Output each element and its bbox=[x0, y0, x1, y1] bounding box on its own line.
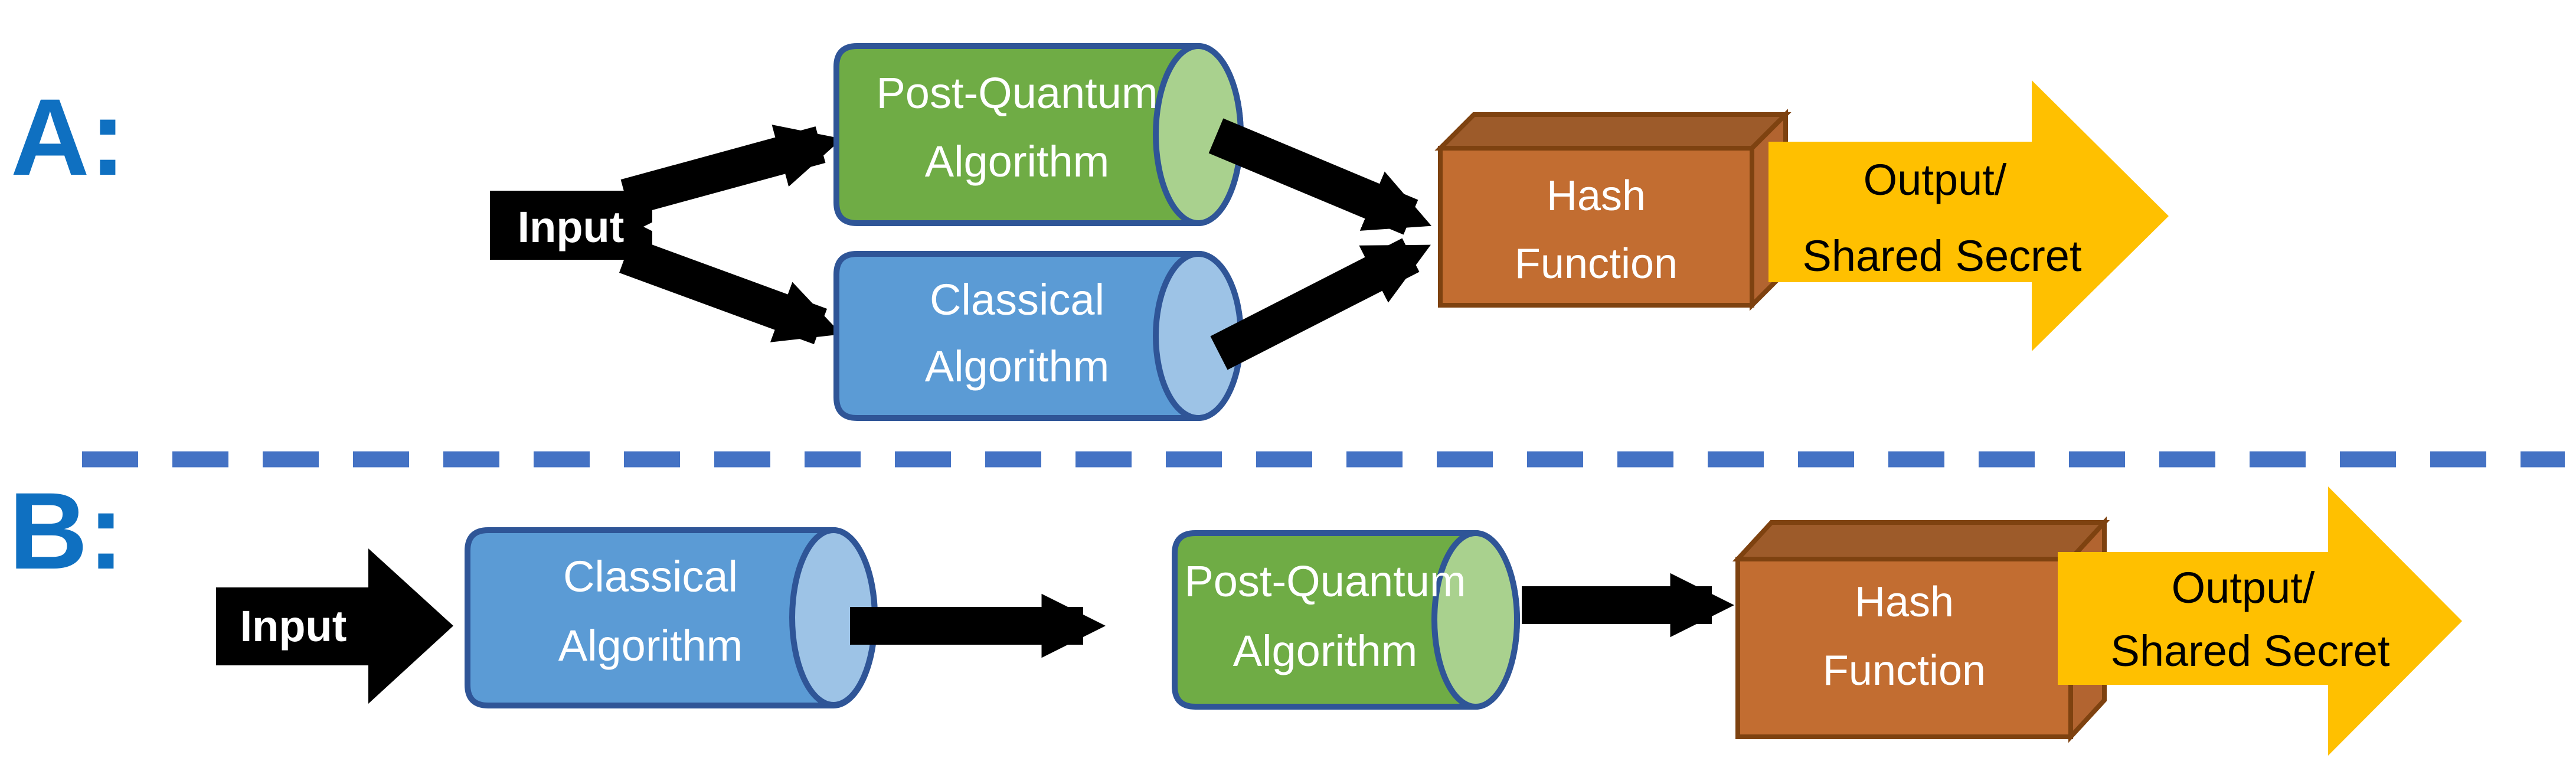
section-b-label: B: bbox=[9, 471, 124, 592]
hash-box-label-line1: Hash bbox=[1547, 172, 1646, 220]
cylinder-classical-b: Classical Algorithm bbox=[465, 527, 878, 708]
input-label-b: Input bbox=[240, 602, 347, 651]
fork-notch bbox=[643, 205, 686, 248]
output-label-line1: Output/ bbox=[2172, 563, 2315, 612]
input-arrow-shape-icon bbox=[216, 548, 453, 704]
output-label-line1: Output/ bbox=[1864, 155, 2007, 204]
input-label-a: Input bbox=[518, 203, 625, 252]
cylinder-label-line2: Algorithm bbox=[1233, 626, 1418, 675]
output-arrow-a: Output/ Shared Secret bbox=[1768, 80, 2169, 351]
cylinder-label-line1: Classical bbox=[563, 552, 738, 601]
section-a: A: Input Post-Quantum Algorithm Classica… bbox=[11, 43, 2169, 421]
cylinder-label-line2: Algorithm bbox=[925, 137, 1110, 186]
hash-box-label-line2: Function bbox=[1515, 240, 1678, 288]
section-b: B: Input Classical Algorithm Post-Quantu… bbox=[9, 471, 2462, 756]
box-front-face bbox=[1438, 146, 1754, 308]
input-arrow-b: Input bbox=[216, 548, 453, 704]
cylinder-post-quantum-b: Post-Quantum Algorithm bbox=[1172, 530, 1520, 710]
cylinder-classical-a: Classical Algorithm bbox=[833, 251, 1244, 421]
cylinder-label-line2: Algorithm bbox=[558, 621, 743, 670]
cylinder-label-line1: Classical bbox=[930, 275, 1104, 324]
hash-function-box-b: Hash Function bbox=[1732, 516, 2110, 743]
output-arrow-b: Output/ Shared Secret bbox=[2058, 486, 2462, 756]
input-box-a bbox=[490, 191, 652, 260]
cylinder-post-quantum-a: Post-Quantum Algorithm bbox=[833, 43, 1244, 226]
hash-box-label-line2: Function bbox=[1823, 647, 1986, 694]
output-arrow-shape-icon bbox=[2058, 486, 2462, 756]
cylinder-label-line1: Post-Quantum bbox=[1184, 557, 1466, 606]
output-arrow-shape-icon bbox=[1768, 80, 2169, 351]
classical-to-hash-arrow-icon bbox=[1210, 238, 1431, 370]
cylinder-label-line1: Post-Quantum bbox=[876, 68, 1158, 117]
cylinder-cap bbox=[1431, 530, 1520, 710]
output-label-line2: Shared Secret bbox=[1802, 231, 2081, 280]
pq-to-hash-arrow-icon bbox=[1208, 118, 1432, 235]
fork-lower-arrow-icon bbox=[619, 237, 842, 345]
cylinder-label-line2: Algorithm bbox=[925, 342, 1110, 391]
box-front-face bbox=[1735, 557, 2073, 739]
output-label-line2: Shared Secret bbox=[2110, 626, 2389, 675]
section-a-label: A: bbox=[11, 77, 126, 198]
box-top-face bbox=[1434, 112, 1792, 151]
fork-upper-arrow-icon bbox=[620, 125, 842, 216]
hash-box-label-line1: Hash bbox=[1855, 579, 1954, 626]
hash-function-box-a: Hash Function bbox=[1434, 109, 1792, 311]
box-top-face bbox=[1732, 520, 2110, 561]
input-fork-arrow-a: Input bbox=[490, 125, 842, 345]
